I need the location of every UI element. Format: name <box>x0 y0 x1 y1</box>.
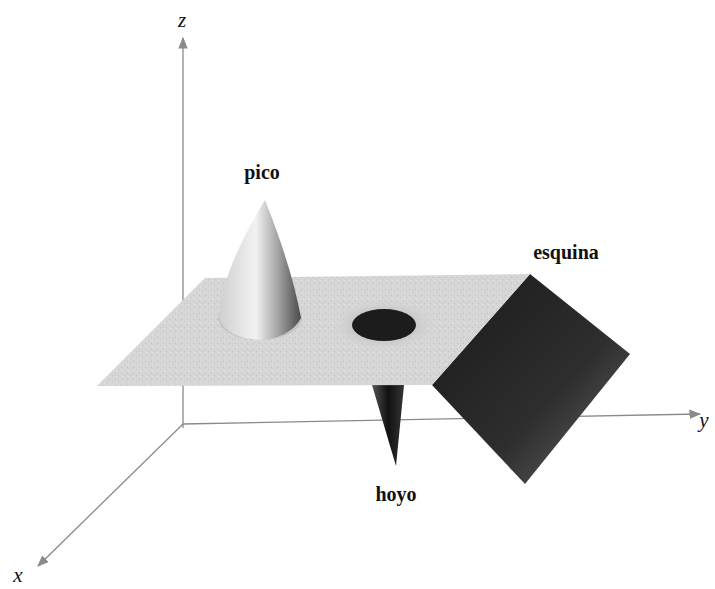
feature-label: pico <box>244 162 280 182</box>
hole-cone <box>372 385 404 466</box>
axis-label: x <box>13 565 22 586</box>
peak-cone <box>219 200 301 340</box>
y-axis <box>183 414 700 424</box>
axis-label: y <box>699 410 708 431</box>
feature-label: esquina <box>533 242 599 262</box>
feature-label: hoyo <box>375 484 416 504</box>
hole-rim <box>332 299 436 351</box>
plane-surface <box>97 274 530 386</box>
hole-opening <box>352 309 416 341</box>
axis-label: z <box>178 10 186 31</box>
x-axis <box>38 424 183 566</box>
